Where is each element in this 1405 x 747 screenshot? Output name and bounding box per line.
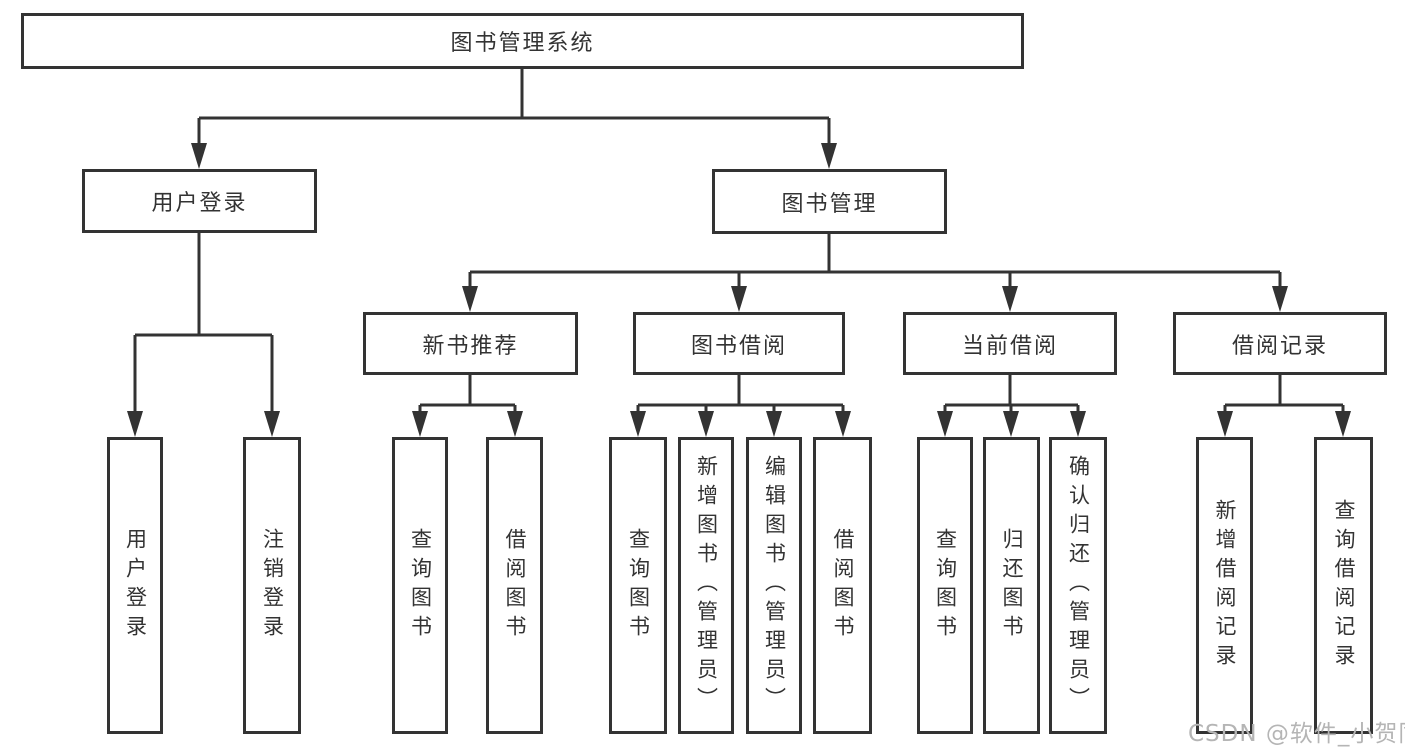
arrow-down-icon: [937, 411, 953, 437]
node-query-books-recommend: 查询图书: [392, 437, 448, 734]
node-book-management: 图书管理: [712, 169, 947, 234]
node-query-borrow-record: 查询借阅记录: [1314, 437, 1373, 734]
arrow-down-icon: [1070, 411, 1086, 437]
node-current-borrowing: 当前借阅: [903, 312, 1117, 375]
arrow-down-icon: [766, 411, 782, 437]
node-borrowing-records: 借阅记录: [1173, 312, 1387, 375]
arrow-down-icons: [127, 143, 1351, 437]
node-library-management-system: 图书管理系统: [21, 13, 1024, 69]
node-query-books-borrowing: 查询图书: [609, 437, 667, 734]
arrow-down-icon: [731, 286, 747, 312]
arrow-down-icon: [264, 411, 280, 437]
connector-userlogin-to-leaves: [133, 233, 274, 418]
node-query-books-current: 查询图书: [917, 437, 973, 734]
connector-root-to-level2: [197, 69, 831, 150]
node-return-books: 归还图书: [983, 437, 1040, 734]
arrow-down-icon: [127, 411, 143, 437]
connector-borrowrecord-to-leaves: [1223, 375, 1345, 418]
arrow-down-icon: [1217, 411, 1233, 437]
node-new-book-recommend: 新书推荐: [363, 312, 578, 375]
node-book-borrowing: 图书借阅: [633, 312, 845, 375]
connector-bookmgmt-to-level3: [468, 234, 1282, 292]
connector-bookborrow-to-leaves: [636, 375, 845, 418]
node-edit-books-admin: 编辑图书（管理员）: [746, 437, 802, 734]
arrow-down-icon: [507, 411, 523, 437]
arrow-down-icon: [630, 411, 646, 437]
arrow-down-icon: [1335, 411, 1351, 437]
node-user-login-leaf: 用户登录: [107, 437, 163, 734]
arrow-down-icon: [462, 286, 478, 312]
node-confirm-return-admin: 确认归还（管理员）: [1049, 437, 1107, 734]
arrow-down-icon: [1272, 286, 1288, 312]
arrow-down-icon: [1003, 411, 1019, 437]
arrow-down-icon: [191, 143, 207, 169]
node-add-books-admin: 新增图书（管理员）: [678, 437, 734, 734]
connector-newbook-to-leaves: [418, 375, 517, 418]
arrow-down-icon: [412, 411, 428, 437]
arrow-down-icon: [698, 411, 714, 437]
node-user-login: 用户登录: [82, 169, 317, 233]
arrow-down-icon: [1002, 286, 1018, 312]
node-logout: 注销登录: [243, 437, 301, 734]
node-add-borrow-record: 新增借阅记录: [1196, 437, 1253, 734]
csdn-watermark: CSDN @软件_小贺同学: [1188, 721, 1405, 747]
arrow-down-icon: [821, 143, 837, 169]
arrow-down-icon: [835, 411, 851, 437]
node-borrow-books-borrowing: 借阅图书: [813, 437, 872, 734]
node-borrow-books-recommend: 借阅图书: [486, 437, 543, 734]
